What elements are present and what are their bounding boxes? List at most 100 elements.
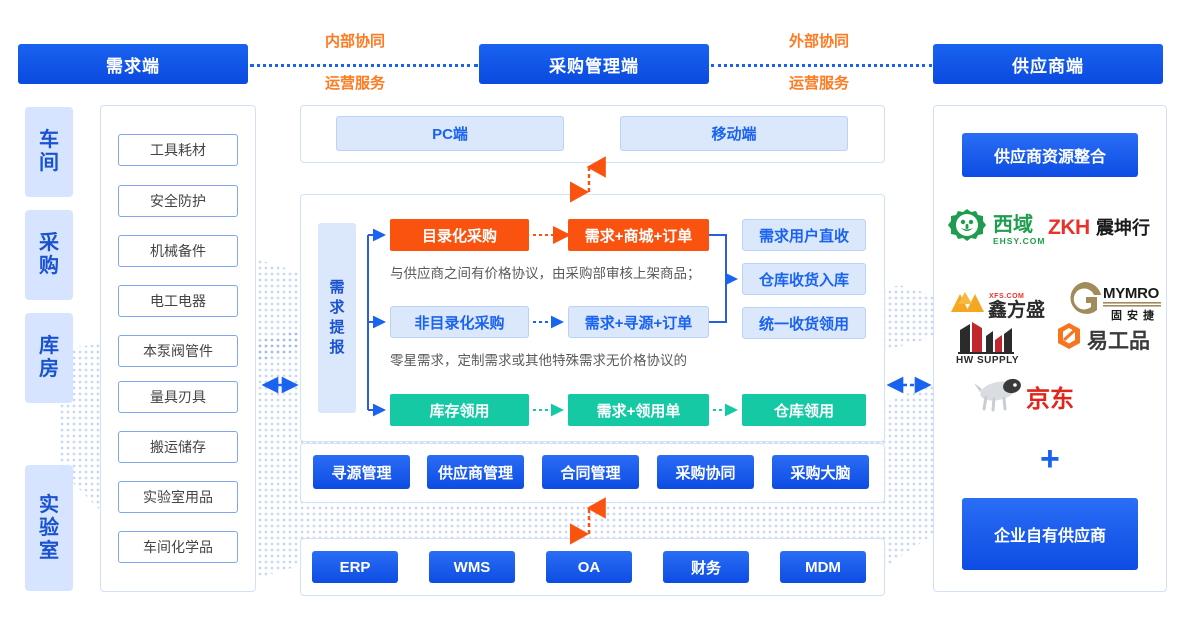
stage-workshop-char-2: 间 [39, 152, 59, 174]
logo-yigongpin[interactable]: 易工品 [1053, 320, 1165, 358]
category-item-lab-supplies[interactable]: 实验室用品 [118, 481, 238, 513]
category-item-handling-storage[interactable]: 搬运储存 [118, 431, 238, 463]
module-procurement-collaboration[interactable]: 采购协同 [657, 455, 754, 489]
svg-text:西域: 西域 [993, 212, 1033, 236]
flow-noncatalog-note: 零星需求，定制需求或其他特殊需求无价格协议的 [390, 353, 687, 368]
logo-jd[interactable]: 京东 [968, 375, 1098, 417]
connector-demand-to-procurement [250, 64, 478, 67]
logo-hw-supply[interactable]: HW SUPPLY [952, 318, 1048, 364]
module-procurement-brain[interactable]: 采购大脑 [772, 455, 869, 489]
stage-warehouse-char-1: 库 [39, 335, 59, 357]
flow-catalog-process[interactable]: 需求+商城+订单 [568, 219, 709, 251]
module-label: 采购大脑 [790, 464, 851, 482]
demand-submit-char-2: 求 [329, 298, 345, 316]
logo-zkh[interactable]: ZKH 震坤行 [1048, 210, 1160, 244]
ehsy-logo-icon: 西域 EHSY.COM [948, 209, 1045, 246]
receipt-unified-issue[interactable]: 统一收货领用 [742, 307, 866, 339]
category-item-mechanical-parts[interactable]: 机械备件 [118, 235, 238, 267]
receipt-warehouse-issue[interactable]: 仓库领用 [742, 394, 866, 426]
receipt-warehouse-inbound[interactable]: 仓库收货入库 [742, 263, 866, 295]
stage-procurement[interactable]: 采 购 [25, 210, 73, 300]
yigongpin-logo-icon: 易工品 [1058, 323, 1150, 353]
receipt-unified-issue-label: 统一收货领用 [758, 315, 849, 333]
category-label: 搬运储存 [150, 439, 206, 455]
receipt-direct-to-user[interactable]: 需求用户直收 [742, 219, 866, 251]
flow-catalog-source[interactable]: 目录化采购 [390, 219, 529, 251]
demand-submit-block[interactable]: 需 求 提 报 [318, 223, 356, 413]
category-item-workshop-chemicals[interactable]: 车间化学品 [118, 531, 238, 563]
system-label: ERP [339, 558, 371, 576]
flow-catalog-note: 与供应商之间有价格协议，由采购部审核上架商品； [390, 266, 701, 281]
system-oa[interactable]: OA [546, 551, 632, 583]
header-demand-end[interactable]: 需求端 [18, 44, 248, 84]
flow-inventory-process[interactable]: 需求+领用单 [568, 394, 709, 426]
module-contract-management[interactable]: 合同管理 [542, 455, 639, 489]
flow-noncatalog-process-label: 需求+寻源+订单 [584, 314, 693, 332]
category-label: 电工电器 [150, 293, 206, 309]
svg-text:固安捷: 固安捷 [1111, 308, 1159, 322]
flow-inventory-source[interactable]: 库存领用 [390, 394, 529, 426]
category-label: 量具刃具 [150, 389, 206, 405]
stage-warehouse[interactable]: 库 房 [25, 313, 73, 403]
system-mdm[interactable]: MDM [780, 551, 866, 583]
category-item-tools-consumables[interactable]: 工具耗材 [118, 134, 238, 166]
header-procurement-management[interactable]: 采购管理端 [479, 44, 709, 84]
module-sourcing-management[interactable]: 寻源管理 [313, 455, 410, 489]
flow-inventory-process-label: 需求+领用单 [596, 402, 681, 420]
svg-text:HW SUPPLY: HW SUPPLY [956, 355, 1019, 364]
module-supplier-management[interactable]: 供应商管理 [427, 455, 524, 489]
category-item-measuring-cutting[interactable]: 量具刃具 [118, 381, 238, 413]
stage-workshop[interactable]: 车 间 [25, 107, 73, 197]
stage-laboratory-char-2: 验 [39, 516, 59, 539]
category-item-safety-protection[interactable]: 安全防护 [118, 185, 238, 217]
svg-text:EHSY.COM: EHSY.COM [993, 236, 1045, 246]
own-supplier-button[interactable]: 企业自有供应商 [962, 498, 1138, 570]
system-label: MDM [805, 558, 841, 576]
stage-laboratory[interactable]: 实 验 室 [25, 465, 73, 591]
receipt-warehouse-issue-label: 仓库领用 [773, 402, 834, 420]
category-label: 工具耗材 [150, 142, 206, 158]
system-label: 财务 [690, 559, 721, 577]
receipt-warehouse-inbound-label: 仓库收货入库 [758, 271, 849, 289]
category-label: 机械备件 [150, 243, 206, 259]
stage-warehouse-char-2: 房 [39, 358, 59, 380]
client-pc-label: PC端 [432, 126, 468, 143]
module-label: 合同管理 [560, 464, 621, 482]
stage-procurement-char-1: 采 [39, 232, 59, 254]
client-mobile[interactable]: 移动端 [620, 116, 848, 151]
receipt-direct-to-user-label: 需求用户直收 [758, 227, 849, 245]
header-supplier-end[interactable]: 供应商端 [933, 44, 1163, 84]
plus-sign: + [1040, 440, 1060, 478]
connector-procurement-to-supplier [711, 64, 932, 67]
supplier-resource-integration-label: 供应商资源整合 [993, 149, 1106, 166]
logo-ehsy[interactable]: 西域 EHSY.COM [945, 205, 1055, 251]
supplier-resource-integration[interactable]: 供应商资源整合 [962, 133, 1138, 177]
demand-submit-char-1: 需 [329, 278, 345, 296]
logo-xfs[interactable]: XFS.COM 鑫方盛 [945, 280, 1063, 322]
system-wms[interactable]: WMS [429, 551, 515, 583]
system-label: WMS [453, 558, 491, 576]
flow-catalog-source-label: 目录化采购 [421, 227, 497, 245]
category-item-pump-valve-pipe[interactable]: 本泵阀管件 [118, 335, 238, 367]
label-external-collaboration: 外部协同 [789, 33, 850, 50]
stage-workshop-char-1: 车 [39, 129, 59, 151]
svg-text:ZKH: ZKH [1048, 216, 1090, 239]
header-supplier-end-label: 供应商端 [1012, 56, 1084, 76]
flow-noncatalog-source-label: 非目录化采购 [414, 314, 505, 332]
demand-submit-char-3: 提 [329, 319, 345, 336]
category-item-electrical[interactable]: 电工电器 [118, 285, 238, 317]
client-mobile-label: 移动端 [711, 126, 757, 143]
header-demand-end-label: 需求端 [106, 56, 160, 76]
system-finance[interactable]: 财务 [663, 551, 749, 583]
zkh-logo-icon: ZKH 震坤行 [1048, 216, 1150, 239]
client-pc[interactable]: PC端 [336, 116, 564, 151]
header-procurement-management-label: 采购管理端 [549, 56, 639, 76]
logo-mymro[interactable]: MYMRO 固安捷 [1063, 278, 1165, 322]
flow-noncatalog-source[interactable]: 非目录化采购 [390, 306, 529, 338]
category-label: 实验室用品 [143, 489, 213, 505]
flow-noncatalog-process[interactable]: 需求+寻源+订单 [568, 306, 709, 338]
system-erp[interactable]: ERP [312, 551, 398, 583]
own-supplier-label: 企业自有供应商 [993, 528, 1106, 545]
svg-text:MYMRO: MYMRO [1103, 285, 1160, 302]
